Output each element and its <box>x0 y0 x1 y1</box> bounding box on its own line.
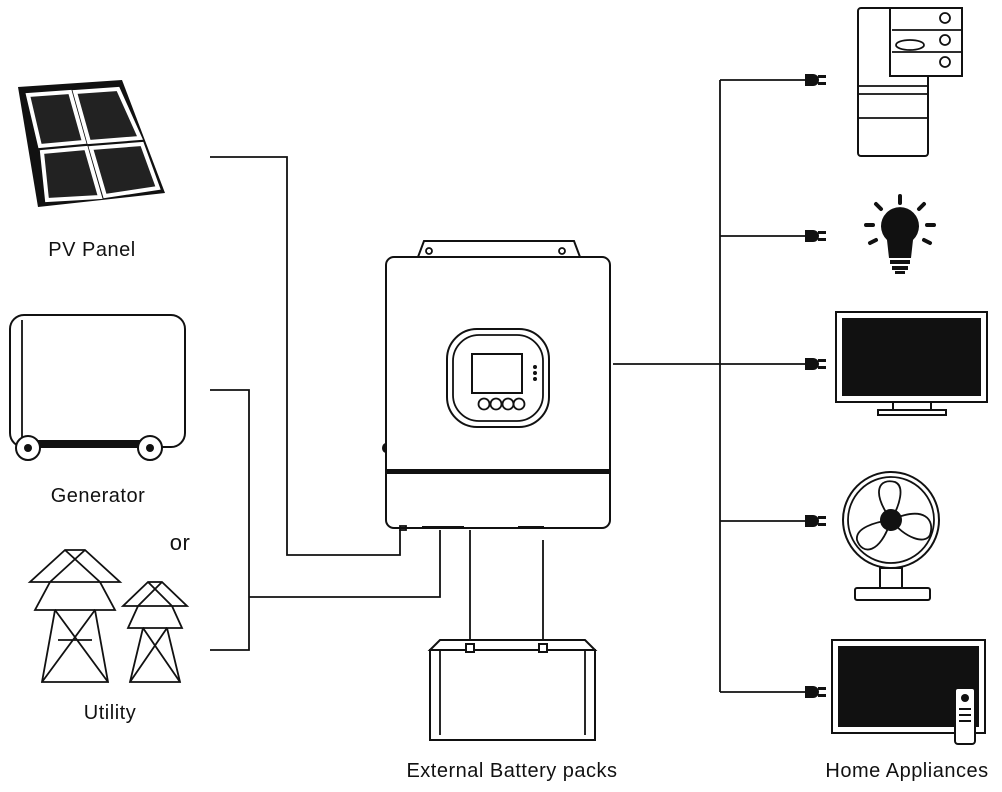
utility-label: Utility <box>83 702 137 724</box>
plug-icon <box>720 358 826 370</box>
plug-icon <box>720 74 826 86</box>
battery-icon <box>427 639 598 741</box>
battery-label: External Battery packs <box>406 760 618 782</box>
appliances-label: Home Appliances <box>825 760 989 782</box>
generator-label: Generator <box>50 485 146 507</box>
television-with-remote-icon <box>831 639 986 745</box>
plug-icon <box>720 515 826 527</box>
light-bulb-icon <box>864 194 936 274</box>
utility-tower-small-icon <box>120 581 190 683</box>
pv-panel-label: PV Panel <box>48 239 136 261</box>
battery-wires <box>469 530 544 650</box>
pv-panel-icon <box>18 80 165 207</box>
ac-input-wire <box>210 389 441 651</box>
fan-icon <box>842 471 940 601</box>
pv-wire <box>210 156 401 556</box>
generator-icon <box>9 314 186 461</box>
utility-tower-icon <box>27 549 123 683</box>
television-icon <box>835 311 988 416</box>
plug-icon <box>720 230 826 242</box>
or-label: or <box>169 530 191 555</box>
output-bus <box>613 80 721 692</box>
inverter-icon <box>382 240 611 531</box>
plug-icon <box>720 686 826 698</box>
refrigerator-icon <box>857 7 963 157</box>
